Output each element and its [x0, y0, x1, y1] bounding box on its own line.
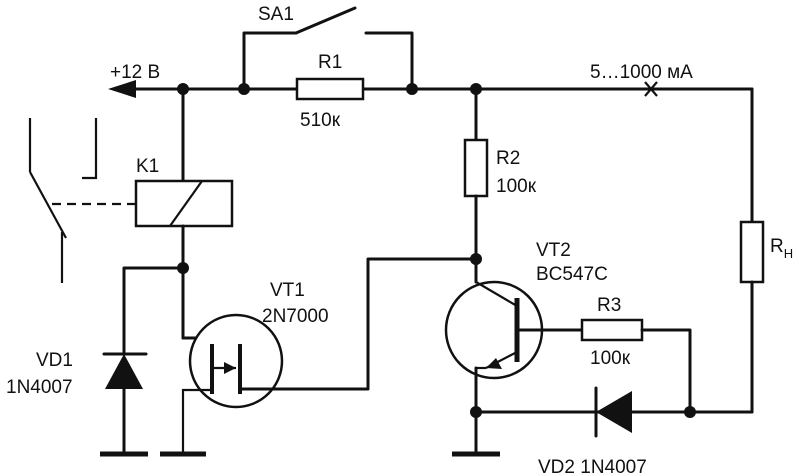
rload-name: RН [770, 236, 793, 261]
r1-value: 510к [300, 110, 341, 131]
vt2-name: VT2 [536, 240, 571, 261]
vd1-part: 1N4007 [6, 377, 73, 398]
resistor-r2 [463, 138, 489, 198]
diode-vd2 [596, 391, 632, 433]
current-measure-cross-icon [644, 81, 658, 97]
sa1-label: SA1 [258, 4, 294, 25]
junction-dots [177, 83, 696, 418]
r2-value: 100к [496, 176, 537, 197]
vt2-part: BC547C [536, 264, 608, 285]
r3-name: R3 [597, 295, 621, 316]
r2-name: R2 [496, 148, 520, 169]
vd1-name: VD1 [36, 350, 73, 371]
supply-rail [108, 80, 754, 98]
relay-k1-coil [134, 179, 234, 228]
resistor-r1 [295, 77, 365, 101]
vd2-label: VD2 1N4007 [538, 457, 647, 476]
mosfet-vt1 [188, 313, 284, 409]
r1-name: R1 [318, 52, 342, 73]
switch-sa1 [242, 6, 414, 91]
vt1-part: 2N7000 [262, 306, 329, 327]
k1-label: K1 [136, 156, 159, 177]
r3-value: 100к [590, 348, 631, 369]
resistor-rload [739, 220, 765, 284]
current-range-label: 5…1000 мА [590, 62, 693, 83]
vt1-name: VT1 [270, 280, 305, 301]
resistor-r3 [580, 318, 644, 342]
supply-arrow-icon [108, 80, 136, 98]
relay-contacts [28, 118, 98, 283]
diode-vd1 [105, 354, 143, 389]
supply-label: +12 В [110, 62, 160, 83]
